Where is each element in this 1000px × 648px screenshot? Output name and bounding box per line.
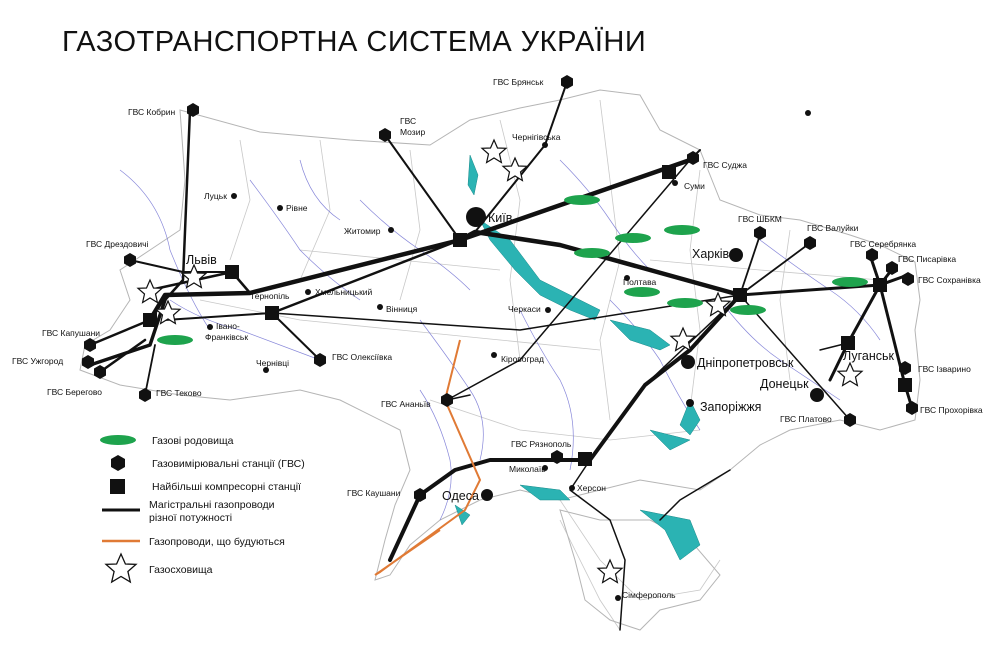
pipelines-under-construction (374, 339, 482, 576)
station-mozyr-2: Мозир (400, 127, 425, 137)
city-cherkasy: Черкаси (508, 304, 541, 314)
reservoirs (454, 154, 701, 561)
station-berehove: ГВС Берегово (47, 387, 102, 397)
city-kharkiv: Харків (692, 247, 729, 261)
city-dots (207, 110, 824, 601)
legend-compressors: Найбільші компресорні станції (152, 481, 301, 493)
legend-storage-symbol (104, 552, 138, 584)
station-pysarivka: ГВС Писарівка (898, 254, 956, 264)
station-sokhranivka: ГВС Сохранівка (918, 275, 981, 285)
city-khmelnytskyi: Хмельницький (315, 287, 373, 297)
station-ananiv: ГВС Ананьїв (381, 399, 431, 409)
city-kherson: Херсон (577, 483, 606, 493)
legend-gms-symbol (111, 455, 125, 471)
station-tekovo: ГВС Теково (156, 388, 202, 398)
legend-trunk-line-2: різної потужності (149, 512, 232, 524)
city-poltava: Полтава (623, 277, 657, 287)
legend-compressor-symbol (110, 479, 125, 494)
station-izvaryne: ГВС Ізварино (918, 364, 971, 374)
city-rivne: Рівне (286, 203, 308, 213)
station-bryansk: ГВС Брянськ (493, 77, 544, 87)
city-simferopol: Сімферополь (622, 590, 676, 600)
city-kirovohrad: Кіровоград (501, 354, 544, 364)
crimea-border (559, 509, 721, 631)
city-zhytomyr: Житомир (344, 226, 381, 236)
city-lutsk: Луцьк (204, 191, 227, 201)
station-kaushany: ГВС Каушани (347, 488, 401, 498)
legend-storage: Газосховища (149, 564, 213, 576)
city-vinnytsia: Вінниця (386, 304, 418, 314)
station-uzhhorod: ГВС Ужгород (12, 356, 63, 366)
city-odesa: Одеса (442, 489, 479, 503)
station-valuyky: ГВС Валуйки (807, 223, 859, 233)
gas-storage-stars (136, 138, 864, 584)
city-zaporizhzhia: Запоріжжя (700, 400, 761, 414)
station-serebryanka: ГВС Серебрянка (850, 239, 916, 249)
station-platovo: ГВС Платово (780, 414, 832, 424)
city-dnipro: Дніпропетровськ (697, 356, 794, 370)
gas-fields (157, 195, 868, 345)
station-prokhorivka: ГВС Прохорівка (920, 405, 983, 415)
city-ivano-frankivsk-1: Івано- (216, 321, 240, 331)
legend-gas-fields: Газові родовища (152, 435, 234, 447)
station-labels: ГВС Кобрин ГВС Мозир ГВС Брянськ ГВС Суд… (12, 77, 983, 498)
city-sumy: Суми (684, 181, 705, 191)
ukraine-border (79, 89, 921, 581)
legend-gms: Газовимірювальні станції (ГВС) (152, 458, 305, 470)
legend-under-construction: Газопроводи, що будуються (149, 536, 285, 548)
legend-gas-field-symbol (100, 435, 136, 445)
city-chernivtsi: Чернівці (256, 358, 289, 368)
city-luhansk: Луганськ (843, 349, 894, 363)
city-kyiv: Київ (488, 211, 513, 225)
gas-metering-stations (82, 75, 918, 502)
station-kobryn: ГВС Кобрин (128, 107, 176, 117)
legend-trunk-line-1: Магістральні газопроводи (149, 499, 275, 511)
legend: Газові родовища Газовимірювальні станції… (100, 435, 305, 584)
station-kapushany: ГВС Капушани (42, 328, 100, 338)
major-city-labels: Київ Харків Дніпропетровськ Донецьк Запо… (186, 211, 894, 503)
city-ternopil: Тернопіль (250, 291, 290, 301)
station-shbkm: ГВС ШБКМ (738, 214, 782, 224)
small-city-labels: Луцьк Рівне Житомир Тернопіль Хмельницьк… (204, 132, 705, 600)
city-chernihiv: Чернігівська (512, 132, 561, 142)
city-mykolaiv: Миколаїв (509, 464, 546, 474)
station-oleksiivka: ГВС Олексіївка (332, 352, 392, 362)
city-donetsk: Донецьк (760, 377, 809, 391)
map-title: ГАЗОТРАНСПОРТНА СИСТЕМА УКРАЇНИ (62, 26, 646, 58)
station-rozdilna: ГВС Рязнополь (511, 439, 572, 449)
station-drozdovychi: ГВС Дрездовичі (86, 239, 149, 249)
station-sudzha: ГВС Суджа (703, 160, 747, 170)
city-ivano-frankivsk-2: Франківськ (205, 332, 248, 342)
compressor-stations (143, 165, 912, 466)
city-lviv: Львів (186, 253, 217, 267)
station-mozyr-1: ГВС (400, 116, 416, 126)
